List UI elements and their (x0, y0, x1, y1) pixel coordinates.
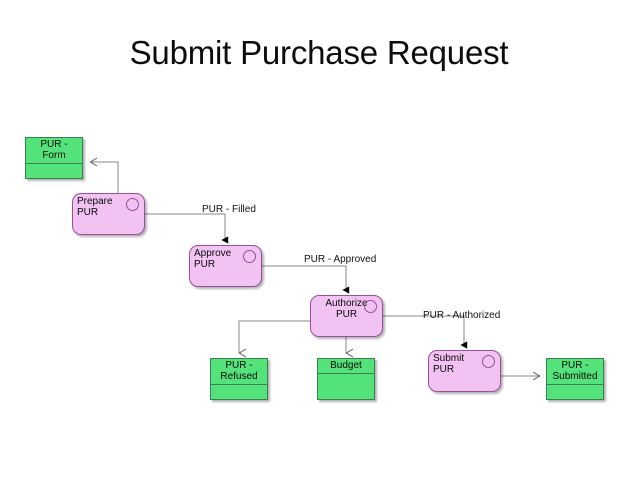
object-node-pur-submitted-label: PUR - Submitted (547, 359, 603, 385)
object-node-pur-refused-label: PUR - Refused (211, 359, 267, 385)
activity-node-submit-pur[interactable]: Submit PUR (428, 350, 501, 392)
object-node-pur-refused[interactable]: PUR - Refused (210, 358, 268, 400)
activity-circle-icon (126, 198, 139, 211)
object-node-pur-submitted[interactable]: PUR - Submitted (546, 358, 604, 400)
object-node-pur-form[interactable]: PUR - Form (25, 137, 83, 179)
activity-node-authorize-pur[interactable]: Authorize PUR (310, 295, 383, 337)
activity-node-approve-pur[interactable]: Approve PUR (189, 245, 262, 287)
edge-label-pur-approved: PUR - Approved (304, 254, 377, 265)
activity-node-approve-pur-label: Approve PUR (194, 248, 232, 270)
edge-label-pur-authorized: PUR - Authorized (423, 310, 501, 321)
activity-circle-icon (482, 355, 495, 368)
object-node-budget-label: Budget (318, 359, 374, 374)
activity-node-prepare-pur[interactable]: Prepare PUR (72, 193, 145, 235)
activity-node-authorize-pur-label: Authorize PUR (325, 298, 368, 320)
edge-label-pur-filled: PUR - Filled (202, 204, 256, 215)
edge-prepare-to-form (89, 157, 119, 193)
activity-node-prepare-pur-label: Prepare PUR (77, 196, 113, 218)
activity-circle-icon (364, 300, 377, 313)
edge-approve-to-authorize (262, 265, 350, 294)
page-title: Submit Purchase Request (129, 34, 509, 71)
edge-prepare-to-approve (145, 213, 229, 244)
activity-node-submit-pur-label: Submit PUR (433, 353, 465, 375)
activity-circle-icon (243, 250, 256, 263)
edge-authorize-to-refused (238, 320, 310, 358)
object-node-budget[interactable]: Budget (317, 358, 375, 400)
object-node-pur-form-label: PUR - Form (26, 138, 82, 164)
